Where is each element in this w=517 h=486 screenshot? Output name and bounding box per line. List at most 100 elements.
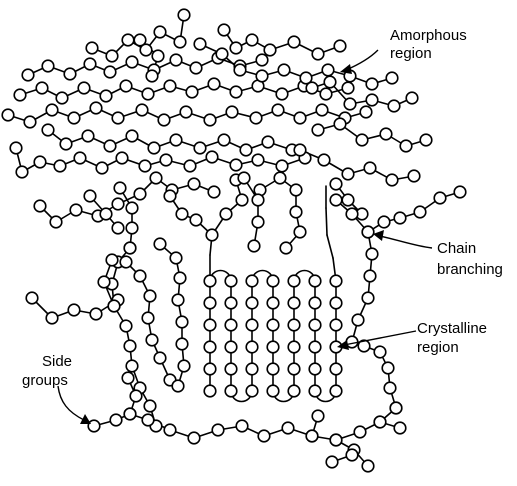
monomer-unit	[134, 188, 146, 200]
monomer-unit	[256, 70, 268, 82]
monomer-unit	[154, 26, 166, 38]
monomer-unit	[246, 341, 258, 353]
monomer-unit	[388, 100, 400, 112]
monomer-unit	[180, 106, 192, 118]
monomer-unit	[246, 363, 258, 375]
monomer-unit	[330, 319, 342, 331]
monomer-unit	[34, 200, 46, 212]
monomer-unit	[70, 204, 82, 216]
monomer-unit	[262, 136, 274, 148]
monomer-unit	[60, 138, 72, 150]
monomer-unit	[2, 109, 14, 121]
monomer-unit	[294, 226, 306, 238]
crystalline-label-line1: Crystalline	[417, 320, 487, 337]
monomer-unit	[252, 154, 264, 166]
monomer-unit	[90, 308, 102, 320]
monomer-unit	[172, 380, 184, 392]
monomer-unit	[152, 50, 164, 62]
monomer-unit	[267, 275, 279, 287]
monomer-unit	[114, 182, 126, 194]
monomer-unit	[318, 154, 330, 166]
monomer-unit	[42, 60, 54, 72]
monomer-unit	[22, 69, 34, 81]
monomer-unit	[148, 142, 160, 154]
monomer-unit	[312, 410, 324, 422]
monomer-unit	[139, 160, 151, 172]
monomer-unit	[362, 460, 374, 472]
monomer-unit	[267, 385, 279, 397]
monomer-unit	[267, 363, 279, 375]
monomer-unit	[276, 88, 288, 100]
monomer-unit	[250, 112, 262, 124]
monomer-unit	[100, 208, 112, 220]
monomer-unit	[122, 34, 134, 46]
monomer-unit	[382, 362, 394, 374]
monomer-unit	[54, 160, 66, 172]
monomer-unit	[246, 297, 258, 309]
monomer-unit	[170, 134, 182, 146]
monomer-unit	[362, 292, 374, 304]
amorphous-label-line2: region	[390, 45, 432, 62]
monomer-unit	[246, 34, 258, 46]
monomer-unit	[342, 194, 354, 206]
monomer-unit	[212, 424, 224, 436]
monomer-unit	[120, 256, 132, 268]
monomer-unit	[120, 80, 132, 92]
monomer-unit	[267, 319, 279, 331]
monomer-unit	[126, 222, 138, 234]
monomer-unit	[272, 104, 284, 116]
monomer-unit	[216, 48, 228, 60]
monomer-unit	[225, 363, 237, 375]
monomer-unit	[170, 54, 182, 66]
monomer-unit	[90, 102, 102, 114]
monomer-unit	[256, 54, 268, 66]
monomer-unit	[104, 66, 116, 78]
monomer-unit	[309, 385, 321, 397]
monomer-unit	[352, 314, 364, 326]
monomer-unit	[282, 422, 294, 434]
monomer-unit	[74, 152, 86, 164]
monomer-unit	[158, 114, 170, 126]
monomer-unit	[230, 159, 242, 171]
monomer-unit	[130, 390, 142, 402]
monomer-unit	[230, 42, 242, 54]
monomer-unit	[225, 297, 237, 309]
monomer-unit	[124, 340, 136, 352]
monomer-unit	[258, 430, 270, 442]
monomer-unit	[204, 297, 216, 309]
branching-arrow	[380, 236, 432, 248]
monomer-unit	[290, 206, 302, 218]
monomer-unit	[78, 82, 90, 94]
monomer-unit	[124, 242, 136, 254]
monomer-unit	[236, 420, 248, 432]
monomer-unit	[100, 90, 112, 102]
monomer-unit	[330, 434, 342, 446]
monomer-unit	[206, 151, 218, 163]
monomer-unit	[204, 385, 216, 397]
monomer-unit	[288, 36, 300, 48]
side-groups-label-line1: Side	[42, 353, 72, 370]
monomer-unit	[176, 208, 188, 220]
monomer-unit	[234, 64, 246, 76]
monomer-unit	[112, 112, 124, 124]
monomer-unit	[346, 449, 358, 461]
monomer-unit	[164, 424, 176, 436]
monomer-unit	[126, 360, 138, 372]
monomer-unit	[134, 34, 146, 46]
monomer-unit	[150, 172, 162, 184]
monomer-unit	[414, 206, 426, 218]
amorphous-label-line1: Amorphous	[390, 27, 467, 44]
monomer-unit	[170, 252, 182, 264]
monomer-unit	[225, 341, 237, 353]
monomer-unit	[342, 82, 354, 94]
monomer-unit	[204, 341, 216, 353]
monomer-unit	[16, 166, 28, 178]
monomer-unit	[204, 275, 216, 287]
monomer-unit	[316, 104, 328, 116]
monomer-unit	[188, 178, 200, 190]
monomer-unit	[330, 385, 342, 397]
monomer-unit	[386, 72, 398, 84]
monomer-unit	[330, 297, 342, 309]
monomer-unit	[346, 208, 358, 220]
monomer-unit	[240, 144, 252, 156]
